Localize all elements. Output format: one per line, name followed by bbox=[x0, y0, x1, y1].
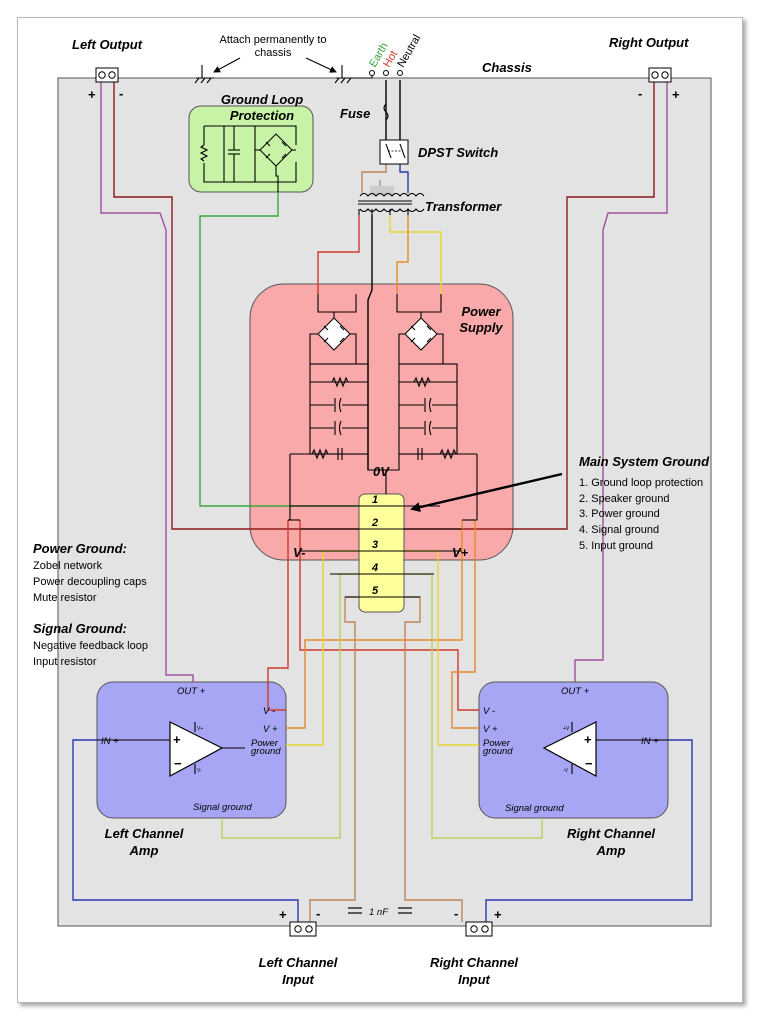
wire-right-output-minus bbox=[404, 82, 655, 530]
wire-right-vminus bbox=[299, 520, 479, 711]
left-amp-in-plus: IN + bbox=[101, 736, 119, 747]
wire-secondary-red bbox=[317, 215, 360, 294]
chassis-label: Chassis bbox=[482, 60, 532, 75]
left-output-label: Left Output bbox=[72, 37, 143, 52]
power-ground-note-item-2: Power decoupling caps bbox=[33, 576, 147, 588]
connectors bbox=[95, 67, 672, 937]
right-input-plus-sign: + bbox=[494, 907, 502, 922]
terminal-4: 4 bbox=[371, 562, 378, 574]
right-output-label: Right Output bbox=[609, 35, 689, 50]
ground-list-5: 5. Input ground bbox=[579, 540, 653, 552]
chassis-ground-symbol-left bbox=[194, 65, 214, 84]
wire-left-input-signal bbox=[72, 739, 299, 922]
terminal-1: 1 bbox=[372, 494, 378, 506]
left-amp-signal-ground: Signal ground bbox=[193, 802, 252, 813]
ground-bus-block bbox=[358, 493, 405, 613]
ground-list-3: 3. Power ground bbox=[579, 508, 660, 520]
right-amp-v-plus: V + bbox=[483, 724, 498, 735]
zero-v-label: 0V bbox=[373, 464, 390, 479]
right-input-minus-sign: - bbox=[454, 906, 458, 921]
dpst-switch-label: DPST Switch bbox=[418, 145, 498, 160]
right-opamp-vplus: +V bbox=[563, 726, 570, 732]
wire-right-input-signal bbox=[485, 739, 693, 922]
schematic-details: + − + − bbox=[97, 57, 668, 914]
right-output-connector bbox=[648, 67, 672, 83]
main-system-ground-title: Main System Ground bbox=[579, 454, 710, 469]
svg-text:−: − bbox=[174, 756, 182, 771]
wire-left-vminus bbox=[267, 520, 289, 711]
right-amp-v-minus: V - bbox=[483, 706, 495, 717]
terminal-3: 3 bbox=[372, 539, 378, 551]
left-output-minus-sign: - bbox=[119, 86, 123, 101]
svg-text:−: − bbox=[585, 756, 593, 771]
left-output-plus-sign: + bbox=[88, 87, 96, 102]
ground-loop-circuit bbox=[199, 125, 297, 192]
right-amp-out-plus: OUT + bbox=[561, 686, 590, 697]
right-input-connector bbox=[465, 921, 493, 937]
wire-left-vplus bbox=[286, 520, 463, 729]
wire-left-output-minus bbox=[113, 82, 359, 530]
power-ground-note-item-1: Zobel network bbox=[33, 560, 103, 572]
left-input-plus-sign: + bbox=[279, 907, 287, 922]
right-amp-signal-ground: Signal ground bbox=[505, 803, 564, 814]
right-opamp-vminus: -V bbox=[563, 768, 569, 774]
wire-left-output-plus bbox=[100, 82, 194, 682]
right-amp-in-plus: IN + bbox=[641, 736, 659, 747]
left-output-connector bbox=[95, 67, 119, 83]
signal-ground-note-title: Signal Ground: bbox=[33, 621, 127, 636]
left-opamp-vminus: V- bbox=[197, 768, 202, 774]
power-ground-note-item-3: Mute resistor bbox=[33, 592, 97, 604]
left-amp-out-plus: OUT + bbox=[177, 686, 206, 697]
wire-secondary-yellow bbox=[389, 215, 442, 294]
ground-loop-protection-block bbox=[188, 105, 314, 193]
v-minus-label: V- bbox=[293, 545, 306, 560]
neutral-label: Neutral bbox=[395, 33, 423, 70]
wire-secondary-orange bbox=[396, 215, 409, 294]
wire-primary-left bbox=[361, 164, 387, 193]
svg-text:+: + bbox=[173, 732, 181, 747]
power-ground-note-title: Power Ground: bbox=[33, 541, 127, 556]
ground-list-2: 2. Speaker ground bbox=[579, 493, 670, 505]
left-input-minus-sign: - bbox=[316, 906, 320, 921]
right-output-minus-sign: - bbox=[638, 86, 642, 101]
fuse-label: Fuse bbox=[340, 106, 370, 121]
ground-list-4: 4. Signal ground bbox=[579, 524, 659, 536]
transformer-label: Transformer bbox=[425, 199, 502, 214]
left-amp-v-plus: V + bbox=[263, 724, 278, 735]
wire-right-output-plus bbox=[574, 82, 668, 682]
left-opamp-symbol: + − bbox=[97, 721, 245, 778]
v-plus-label: V+ bbox=[452, 545, 469, 560]
power-supply-circuit bbox=[288, 294, 478, 521]
svg-text:+: + bbox=[584, 732, 592, 747]
left-amp-v-minus: V - bbox=[263, 706, 275, 717]
transformer-symbol bbox=[358, 186, 425, 215]
right-output-plus-sign: + bbox=[672, 87, 680, 102]
ground-list-1: 1. Ground loop protection bbox=[579, 477, 703, 489]
right-opamp-symbol: + − bbox=[542, 721, 668, 778]
input-capacitors bbox=[348, 907, 412, 914]
wire-primary-right bbox=[399, 164, 409, 193]
signal-ground-note-item-2: Input resistor bbox=[33, 656, 97, 668]
left-input-connector bbox=[289, 921, 317, 937]
capacitor-value-label: 1 nF bbox=[369, 907, 389, 918]
wire-ground-loop bbox=[199, 192, 359, 507]
left-opamp-vplus: V+ bbox=[197, 726, 203, 732]
terminal-2: 2 bbox=[371, 517, 378, 529]
signal-ground-note-item-1: Negative feedback loop bbox=[33, 640, 148, 652]
terminal-5: 5 bbox=[372, 585, 379, 597]
wire-right-vplus bbox=[451, 520, 479, 729]
